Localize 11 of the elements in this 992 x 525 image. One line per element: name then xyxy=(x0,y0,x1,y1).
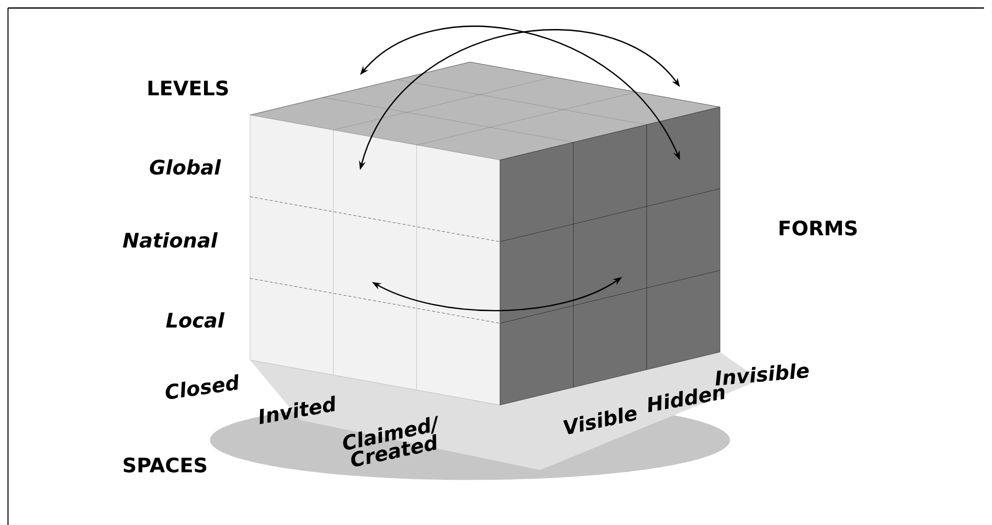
axis-label: LEVELS xyxy=(148,80,228,96)
axis-label: National xyxy=(122,232,218,248)
axis-label: Global xyxy=(150,159,222,175)
axis-label: FORMS xyxy=(780,220,857,236)
axis-label: Closed xyxy=(166,374,238,399)
axis-label: SPACES xyxy=(124,457,206,473)
axis-label: Local xyxy=(166,312,225,328)
axis-label: Invisible xyxy=(716,363,809,386)
axis-label: Hidden xyxy=(648,388,724,412)
axis-label: Visible xyxy=(563,407,636,434)
axis-label: Invited xyxy=(260,396,335,424)
